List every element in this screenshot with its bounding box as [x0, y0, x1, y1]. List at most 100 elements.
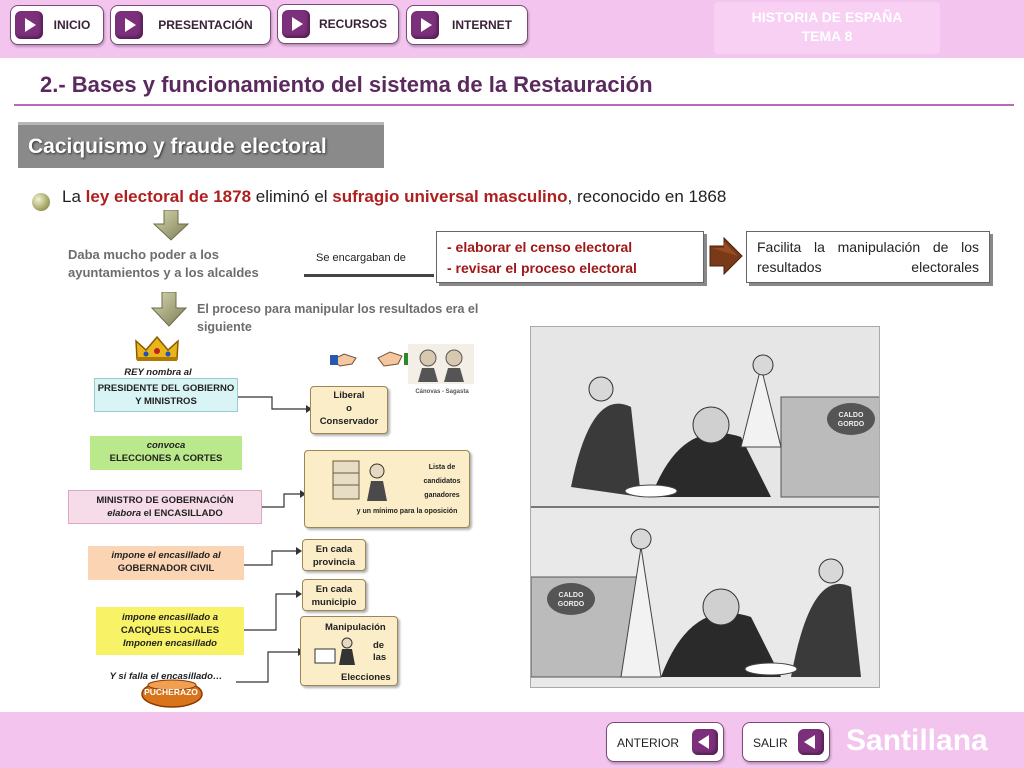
brand-logo: Santillana [846, 724, 988, 757]
flow-line: PRESIDENTE DEL GOBIERNO [97, 383, 235, 394]
scroll-line: o [346, 403, 352, 414]
task-item: - elaborar el censo electoral [447, 239, 633, 255]
liberal-conservador-scroll: Liberal o Conservador [310, 386, 388, 434]
unit-topic: TEMA 8 [801, 28, 853, 44]
unit-subject: HISTORIA DE ESPAÑA [751, 9, 903, 25]
nav-inicio-button[interactable]: INICIO [10, 5, 104, 45]
pot-label: CALDO GORDO [551, 591, 591, 609]
power-line: ayuntamientos y a los alcaldes [68, 265, 259, 280]
flow-gobernador: impone el encasillado al GOBERNADOR CIVI… [88, 546, 244, 580]
nav-presentacion-button[interactable]: PRESENTACIÓN [110, 5, 271, 45]
arrow-down-icon [152, 210, 190, 241]
pot-label-line: GORDO [557, 601, 585, 608]
bottom-bar [0, 712, 1024, 768]
play-icon [282, 10, 310, 38]
scroll-line: candidatos [423, 478, 461, 485]
nav-presentacion-label: PRESENTACIÓN [158, 18, 253, 32]
flow-line: impone encasillado a [121, 612, 219, 623]
flow-line: convoca [146, 440, 186, 451]
proceso-text: El proceso para manipular los resultados… [197, 300, 478, 336]
flow-ministro: MINISTRO DE GOBERNACIÓN elabora el ENCAS… [68, 490, 262, 524]
scroll-line: de [373, 640, 385, 651]
scroll-line: provincia [312, 557, 356, 568]
caldo-gordo-cartoon [531, 327, 879, 687]
pot-label-line: GORDO [837, 421, 865, 428]
flow-convoca: convoca ELECCIONES A CORTES [90, 436, 242, 470]
nav-recursos-button[interactable]: RECURSOS [277, 4, 399, 44]
scroll-line: Elecciones [341, 672, 391, 683]
cartoon-illustration: CALDO GORDO CALDO GORDO [530, 326, 880, 688]
title-divider [14, 104, 1014, 106]
page-title: 2.- Bases y funcionamiento del sistema d… [40, 72, 653, 97]
scroll-line: ganadores [424, 492, 460, 499]
power-line: Daba mucho poder a los [68, 247, 219, 262]
anterior-button[interactable]: ANTERIOR [606, 722, 724, 762]
connector-line [304, 274, 434, 277]
scroll-line: En cada [315, 584, 353, 595]
task-item: - revisar el proceso electoral [447, 260, 637, 276]
proceso-line: siguiente [197, 320, 252, 334]
nav-recursos-label: RECURSOS [318, 17, 387, 31]
flow-line: Imponen encasillado [123, 638, 217, 649]
nav-inicio-label: INICIO [53, 18, 91, 32]
canovas-sagasta-caption: Cánovas - Sagasta [415, 389, 469, 395]
scroll-line: En cada [315, 544, 353, 555]
manipulacion-scroll: Manipulación de las Elecciones [300, 616, 398, 686]
intro-part: La [62, 187, 86, 206]
falla-text: Y si falla el encasillado… [109, 671, 223, 682]
flow-line: ELECCIONES A CORTES [109, 453, 223, 464]
intro-part: , reconocido en 1868 [567, 187, 727, 206]
intro-part: eliminó el [251, 187, 333, 206]
pot-label-line: CALDO [838, 412, 864, 419]
scroll-line: Conservador [319, 416, 379, 427]
scroll-line: Lista de [428, 464, 456, 471]
salir-label: SALIR [753, 736, 788, 750]
flow-presidente: PRESIDENTE DEL GOBIERNO Y MINISTROS [94, 378, 238, 412]
flow-line: GOBERNADOR CIVIL [117, 563, 215, 574]
arrow-down-icon [150, 292, 188, 327]
facilita-box: Facilita la manipulación de los resultad… [746, 231, 990, 283]
nav-internet-label: INTERNET [452, 18, 512, 32]
scroll-line: las [373, 652, 387, 663]
play-icon [15, 11, 43, 39]
provincia-scroll: En cada provincia [302, 539, 366, 571]
section-header: Caciquismo y fraude electoral [18, 122, 384, 168]
bullet-icon [32, 193, 50, 211]
power-text: Daba mucho poder a los ayuntamientos y a… [68, 246, 259, 282]
anterior-label: ANTERIOR [617, 736, 680, 750]
flow-caciques: impone encasillado a CACIQUES LOCALES Im… [96, 607, 244, 655]
crown-icon [135, 335, 179, 361]
nav-internet-button[interactable]: INTERNET [406, 5, 528, 45]
intro-highlight-law: ley electoral de 1878 [85, 187, 252, 206]
arrow-right-icon [709, 236, 743, 276]
play-icon [411, 11, 439, 39]
play-icon [115, 11, 143, 39]
flow-line: Y MINISTROS [135, 396, 197, 407]
intro-highlight-suffrage: sufragio universal masculino [332, 187, 568, 206]
intro-text: La ley electoral de 1878 eliminó el sufr… [62, 187, 726, 207]
scroll-line: municipio [311, 597, 357, 608]
pot-label-line: CALDO [558, 592, 584, 599]
proceso-line: El proceso para manipular los resultados… [197, 302, 479, 316]
pucherazo-pot-icon [141, 679, 203, 708]
canovas-sagasta-illustration [408, 344, 474, 384]
municipio-scroll: En cada municipio [302, 579, 366, 611]
flow-line: el ENCASILLADO [140, 508, 223, 519]
lista-opposition: y un mínimo para la oposición [356, 508, 458, 515]
flow-line: impone el encasillado al [111, 550, 221, 561]
flow-line: elabora [107, 508, 141, 519]
lista-scroll: Lista de candidatos ganadores y un mínim… [304, 450, 470, 528]
salir-button[interactable]: SALIR [742, 722, 830, 762]
unit-label: HISTORIA DE ESPAÑA TEMA 8 [714, 2, 940, 54]
flow-line: MINISTRO DE GOBERNACIÓN [96, 495, 234, 506]
flow-line: CACIQUES LOCALES [120, 625, 220, 636]
scroll-line: Manipulación [325, 622, 386, 633]
section-title: Caciquismo y fraude electoral [28, 135, 327, 158]
back-icon [692, 729, 718, 755]
office-illustration [332, 460, 387, 501]
back-icon [798, 729, 824, 755]
lista-text: Lista de candidatos ganadores [417, 461, 467, 503]
handshake-icon [330, 351, 414, 367]
rey-label: REY nombra al [124, 367, 192, 378]
tasks-box: - elaborar el censo electoral - revisar … [436, 231, 704, 283]
